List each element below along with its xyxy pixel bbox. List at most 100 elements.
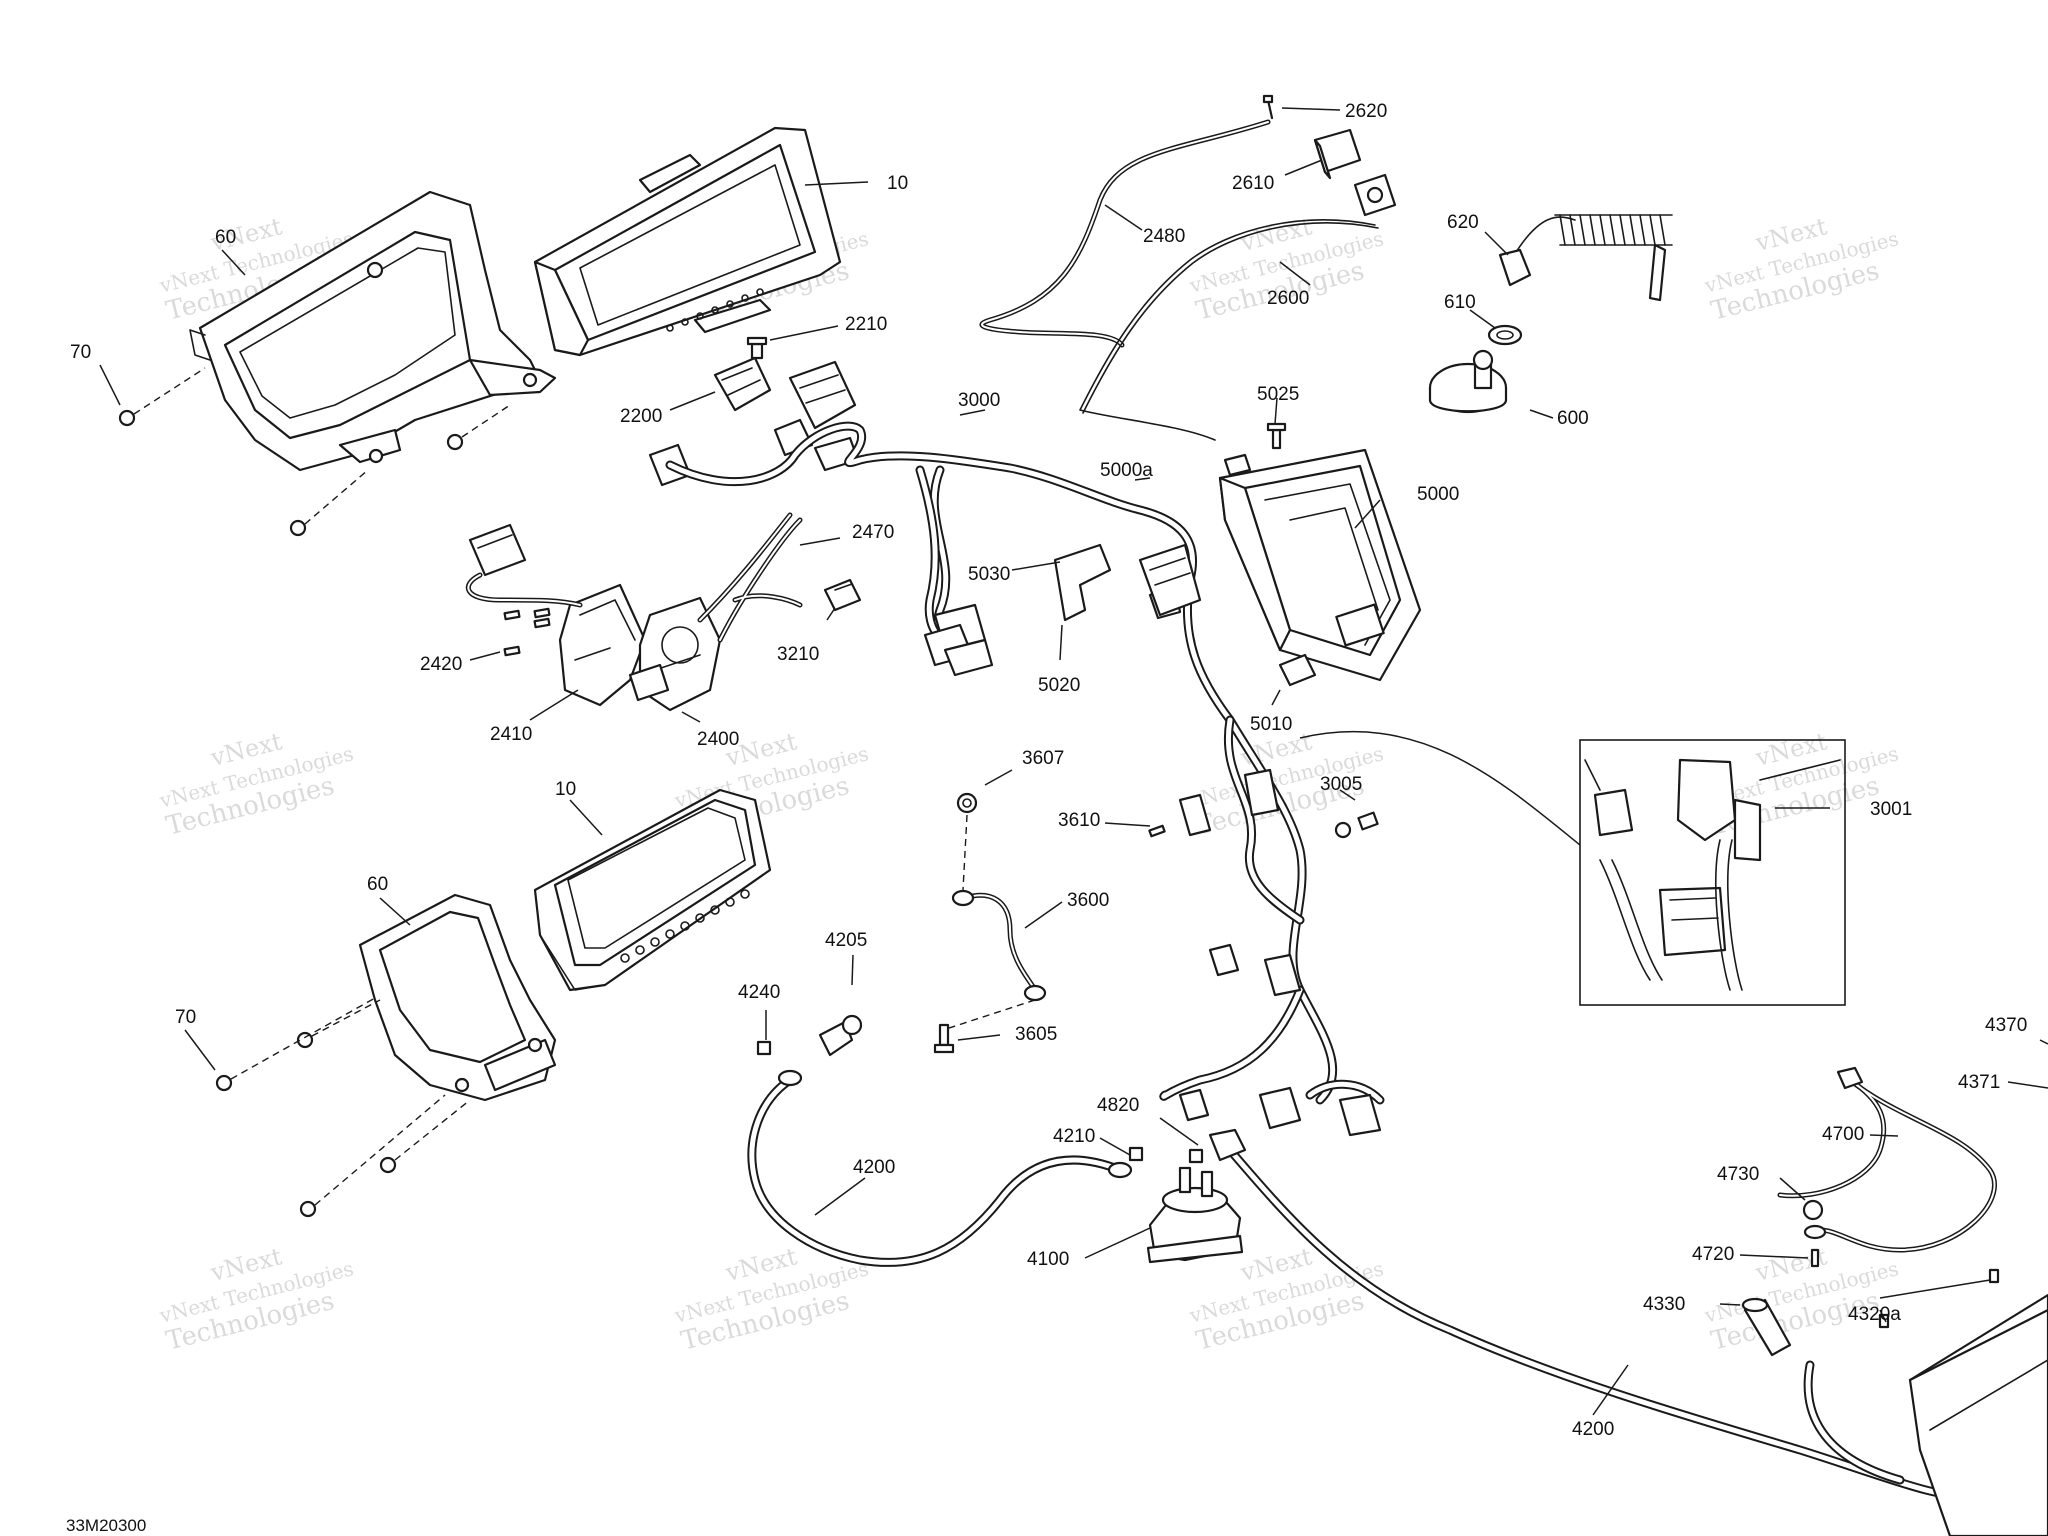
watermark: vNext vNext Technologies Technologies xyxy=(156,1242,356,1356)
solenoid-4100[interactable] xyxy=(1146,1166,1244,1264)
label-4200-lower: 4200 xyxy=(1572,1419,1614,1440)
label-3600: 3600 xyxy=(1067,890,1109,911)
diagram-code: 33M20300 xyxy=(66,1516,146,1535)
gauge-bracket-60[interactable] xyxy=(358,893,557,1102)
bolt-3610[interactable] xyxy=(1148,824,1166,838)
label-620: 620 xyxy=(1447,212,1479,233)
label-2210: 2210 xyxy=(845,314,887,335)
display-gauge-lower[interactable] xyxy=(533,788,772,992)
screws-2420[interactable] xyxy=(503,607,551,657)
cap-4330[interactable] xyxy=(1741,1297,1792,1357)
handlebar-switch-2410[interactable] xyxy=(558,583,647,707)
nut-4240[interactable] xyxy=(756,1040,772,1056)
label-3605: 3605 xyxy=(1015,1024,1057,1045)
switch-connector-left[interactable] xyxy=(466,523,583,608)
switch-2600-housing[interactable] xyxy=(1353,173,1397,217)
connector-2210-bolt[interactable] xyxy=(746,336,768,360)
display-cluster-upper[interactable] xyxy=(533,126,842,357)
label-4240: 4240 xyxy=(738,982,780,1003)
inset-detail-3001[interactable] xyxy=(1299,730,1846,1006)
handlebar-switch-2400[interactable] xyxy=(628,596,722,712)
label-4100: 4100 xyxy=(1027,1249,1069,1270)
label-2480: 2480 xyxy=(1143,226,1185,247)
watermark: vNext vNext Technologies Technologies xyxy=(1701,212,1901,326)
label-4330: 4330 xyxy=(1643,1294,1685,1315)
harness-branch-3000-lower[interactable] xyxy=(915,465,994,677)
clip-5010[interactable] xyxy=(1278,653,1317,687)
label-610: 610 xyxy=(1444,292,1476,313)
fuse-block-5000a[interactable] xyxy=(1138,543,1202,617)
nut-4210[interactable] xyxy=(1128,1146,1144,1162)
label-2600: 2600 xyxy=(1267,288,1309,309)
bolt-3005[interactable] xyxy=(1334,811,1379,839)
screw-70-upper[interactable] xyxy=(118,261,511,537)
watermark: vNext vNext Technologies Technologies xyxy=(671,1242,871,1356)
nut-4730[interactable] xyxy=(1802,1199,1824,1221)
terminal-4205[interactable] xyxy=(818,1014,863,1057)
coil xyxy=(1554,214,1673,246)
ground-strap-3600[interactable] xyxy=(951,889,1047,1002)
leader-lines xyxy=(99,107,2048,1416)
label-3005: 3005 xyxy=(1320,774,1362,795)
label-4370: 4370 xyxy=(1985,1015,2027,1036)
wire-2600[interactable] xyxy=(1079,219,1379,441)
ecu-module-5000[interactable] xyxy=(1218,448,1422,682)
part-labels: 10 60 70 2620 2610 2480 2600 620 610 600… xyxy=(70,101,2027,1440)
label-4720: 4720 xyxy=(1692,1244,1734,1265)
label-60-lower: 60 xyxy=(367,874,388,895)
bracket-5020[interactable] xyxy=(1053,543,1112,622)
switch-600[interactable] xyxy=(1428,349,1508,414)
watermark: vNext vNext Technologies Technologies xyxy=(156,727,356,841)
screw-70-lower[interactable] xyxy=(215,997,471,1218)
label-4820: 4820 xyxy=(1097,1095,1139,1116)
pin-2620[interactable] xyxy=(1262,94,1274,120)
bolt-4720[interactable] xyxy=(1810,1248,1820,1268)
label-4205: 4205 xyxy=(825,930,867,951)
instrument-bracket-upper[interactable] xyxy=(189,190,557,472)
bolt-5025[interactable] xyxy=(1266,422,1287,450)
label-5010: 5010 xyxy=(1250,714,1292,735)
label-2200: 2200 xyxy=(620,406,662,427)
switch-2610[interactable] xyxy=(1313,128,1362,180)
label-5000a: 5000a xyxy=(1100,460,1153,481)
label-4700: 4700 xyxy=(1822,1124,1864,1145)
nut-3607[interactable] xyxy=(956,792,978,814)
label-5000: 5000 xyxy=(1417,484,1459,505)
label-600: 600 xyxy=(1557,408,1589,429)
label-2620: 2620 xyxy=(1345,101,1387,122)
cable-4700[interactable] xyxy=(1777,1066,1997,1253)
label-2420: 2420 xyxy=(420,654,462,675)
label-70-upper: 70 xyxy=(70,342,91,363)
screws-4320a[interactable] xyxy=(1878,1268,2000,1329)
label-2470: 2470 xyxy=(852,522,894,543)
label-2610: 2610 xyxy=(1232,173,1274,194)
connector-3210[interactable] xyxy=(823,578,862,612)
display-buttons-row xyxy=(666,288,764,332)
battery-cable-4200[interactable] xyxy=(747,1069,1975,1501)
tether-cord-620[interactable] xyxy=(1498,214,1673,302)
label-3000: 3000 xyxy=(958,390,1000,411)
label-70-lower: 70 xyxy=(175,1007,196,1028)
gauge-buttons xyxy=(620,889,750,963)
ring-610[interactable] xyxy=(1487,324,1523,346)
bolt-3605[interactable] xyxy=(933,1023,955,1054)
label-4730: 4730 xyxy=(1717,1164,1759,1185)
label-4210: 4210 xyxy=(1053,1126,1095,1147)
wiring-harness-3000[interactable] xyxy=(665,421,1385,1105)
battery[interactable] xyxy=(1908,1293,2048,1536)
wire-2480[interactable] xyxy=(979,119,1271,348)
connector-2200[interactable] xyxy=(713,356,772,412)
label-4371: 4371 xyxy=(1958,1072,2000,1093)
wire-2470[interactable] xyxy=(697,512,803,643)
label-5030: 5030 xyxy=(968,564,1010,585)
label-60-upper: 60 xyxy=(215,227,236,248)
label-4320a: 4320a xyxy=(1848,1304,1901,1325)
fuse-4820[interactable] xyxy=(1188,1128,1247,1164)
label-2410: 2410 xyxy=(490,724,532,745)
label-3210: 3210 xyxy=(777,644,819,665)
label-3607: 3607 xyxy=(1022,748,1064,769)
label-10-lower: 10 xyxy=(555,779,576,800)
label-3610: 3610 xyxy=(1058,810,1100,831)
label-5020: 5020 xyxy=(1038,675,1080,696)
